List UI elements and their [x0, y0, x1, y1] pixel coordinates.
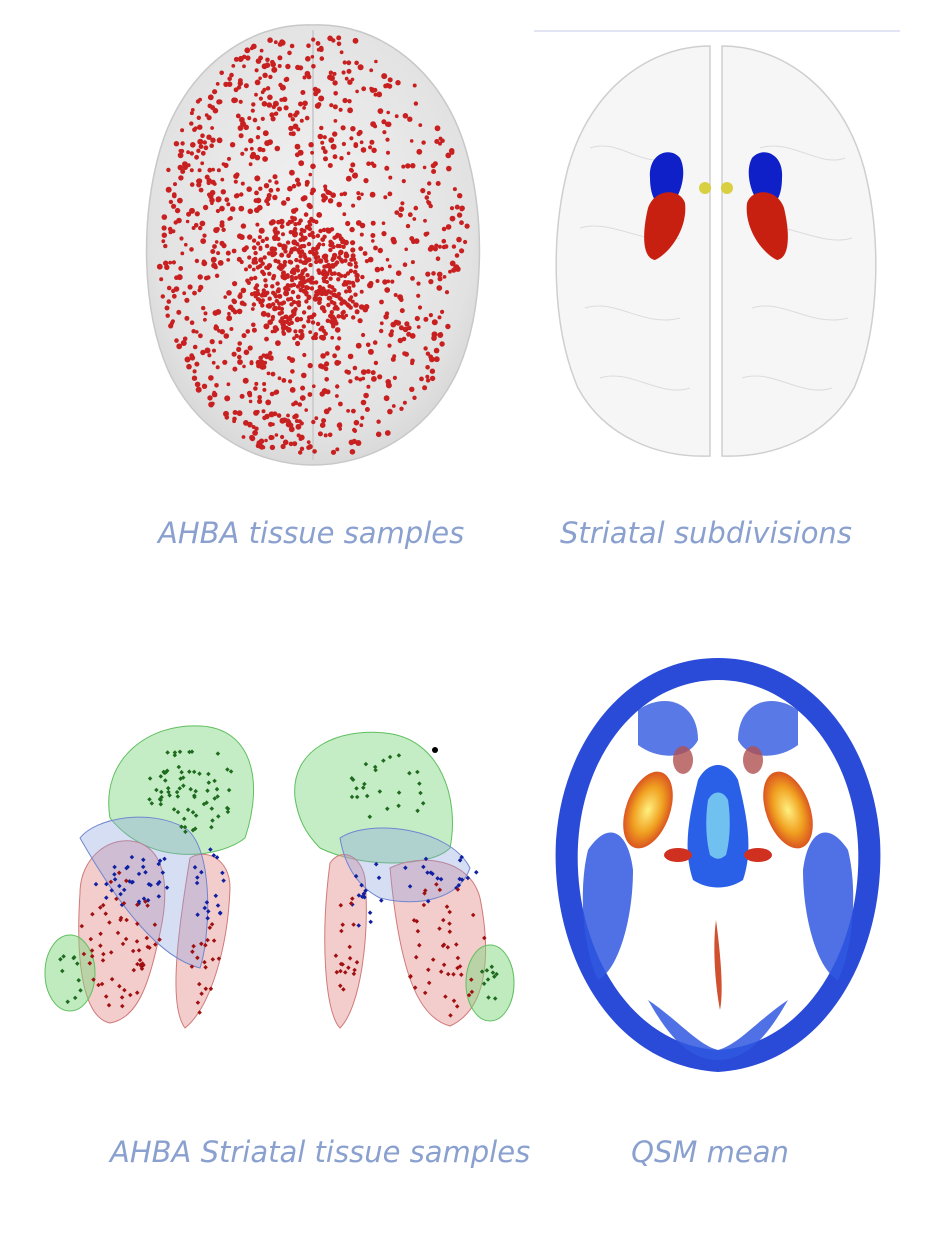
ahba-samples-image — [145, 24, 481, 466]
glass-brain-left — [555, 45, 711, 457]
roi-green-left-tail — [44, 934, 96, 1012]
roi-green-right-tail — [465, 944, 515, 1022]
roi-green-left — [108, 725, 255, 855]
striatal-subdivisions-image — [534, 30, 900, 457]
accumbens-right — [721, 182, 733, 194]
qsm-globus-pallidus-left — [623, 771, 673, 849]
roi-red-left-inner — [175, 853, 231, 1029]
roi-blue-left — [79, 816, 209, 969]
sample-dots — [156, 35, 470, 455]
caudate-right — [748, 152, 783, 207]
qsm-mean-image — [555, 658, 881, 1072]
caption-striatal-subdivisions: Striatal subdivisions — [560, 516, 852, 550]
caption-ahba-samples: AHBA tissue samples — [158, 516, 465, 550]
putamen-right — [746, 192, 788, 260]
qsm-globus-pallidus-right — [763, 771, 813, 849]
ahba-striatal-samples-image — [44, 725, 515, 1029]
glass-brain-right — [721, 45, 877, 457]
panel-ahba-samples — [128, 10, 498, 470]
roi-red-right-inner — [324, 854, 367, 1029]
bullet-mark-bottom — [432, 747, 438, 753]
roi-green-right — [294, 731, 453, 864]
caudate-left — [649, 152, 684, 207]
accumbens-left — [699, 182, 711, 194]
panel-ahba-striatal-samples — [40, 718, 520, 1038]
putamen-left — [644, 192, 686, 260]
panel-striatal-subdivisions — [530, 28, 902, 468]
caption-qsm-mean: QSM mean — [631, 1135, 789, 1169]
panel-qsm-mean — [548, 650, 888, 1080]
caption-ahba-striatal-samples: AHBA Striatal tissue samples — [110, 1135, 531, 1169]
